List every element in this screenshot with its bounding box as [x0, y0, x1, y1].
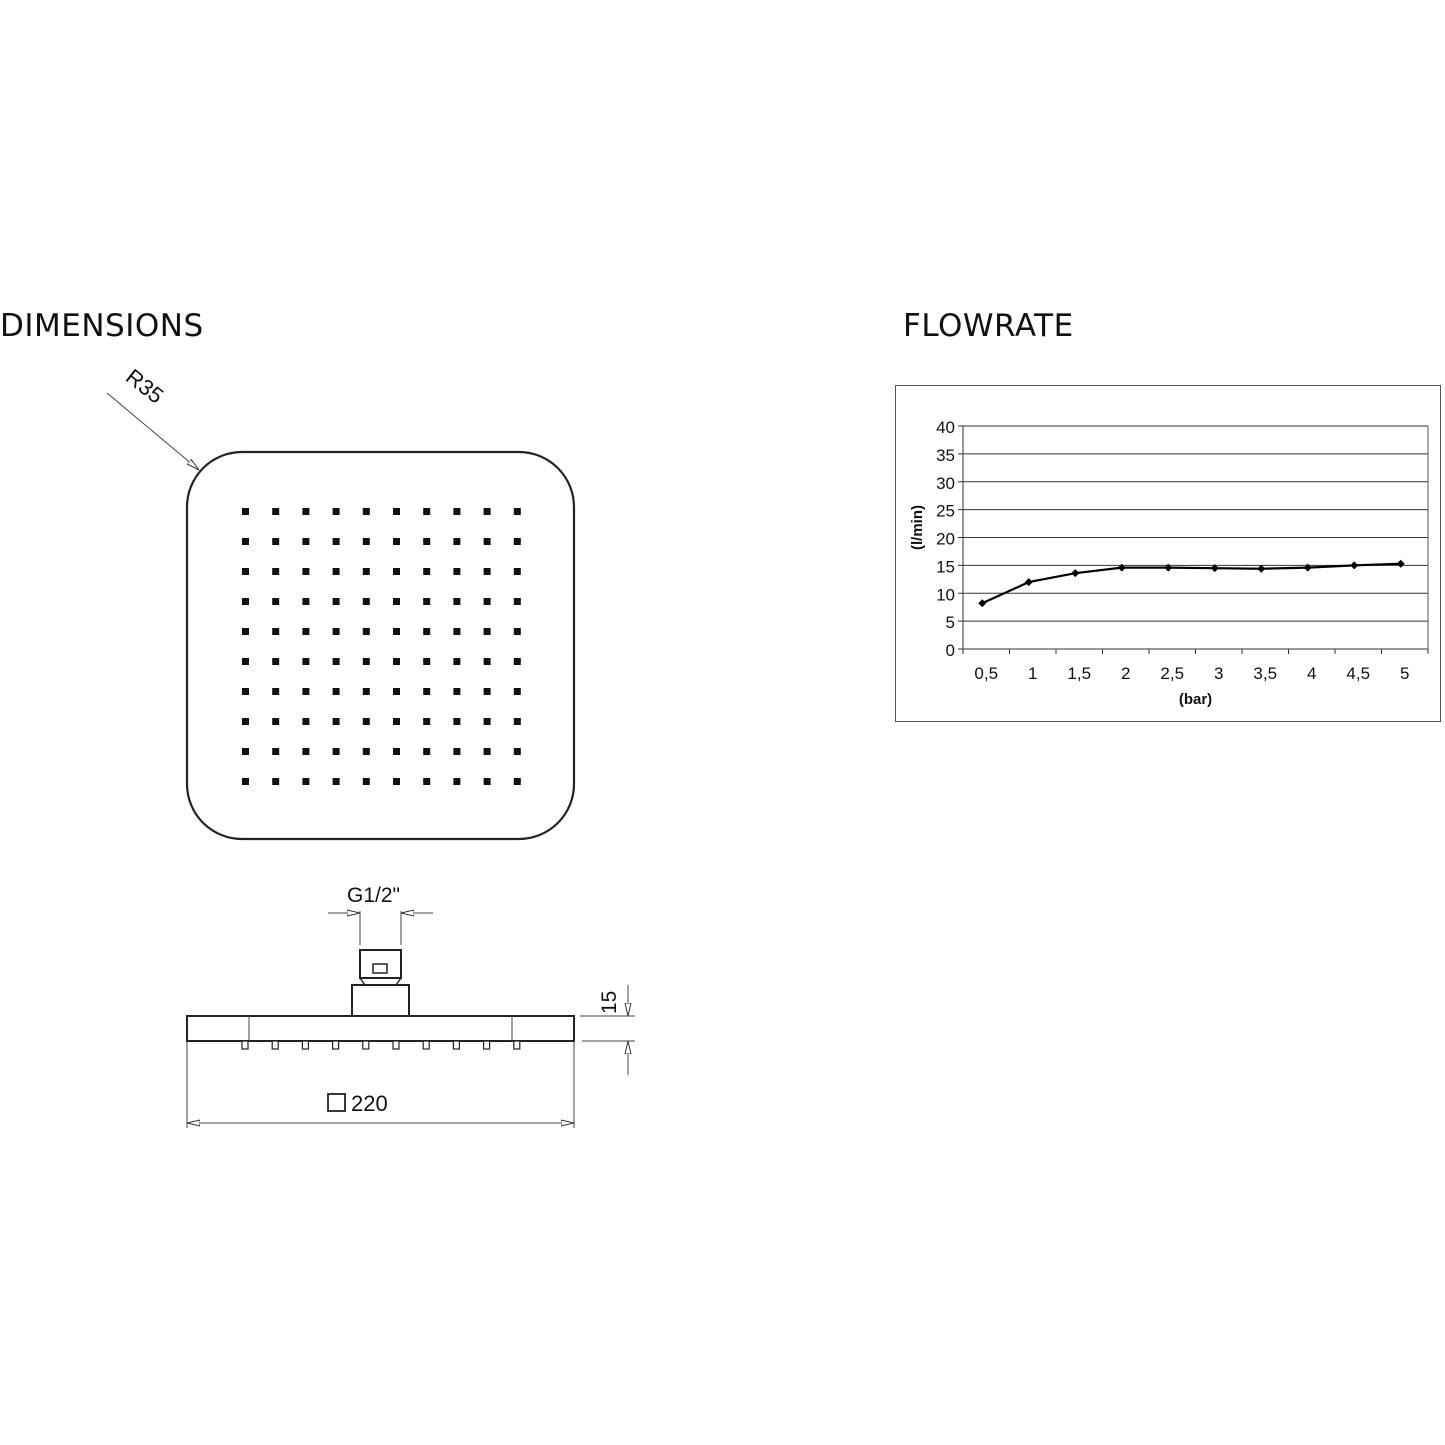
svg-text:5: 5	[946, 613, 955, 632]
height-label: 15	[598, 991, 621, 1014]
shower-head-top-view	[185, 450, 576, 841]
shower-head-side-view	[186, 949, 575, 1050]
svg-text:25: 25	[936, 502, 955, 521]
svg-text:4: 4	[1307, 664, 1316, 683]
radius-label: R35	[121, 364, 168, 409]
width-label: 220	[351, 1091, 388, 1116]
flowrate-chart: 0 5 10 15 20 25 30 35 40 0,5 1 1,5 2 2,5 3 3,5 4 4,5 5 (bar…	[895, 385, 1441, 722]
svg-text:35: 35	[936, 446, 955, 465]
flowrate-heading: FLOWRATE	[903, 308, 1074, 344]
svg-text:15: 15	[936, 557, 955, 576]
svg-text:40: 40	[936, 418, 955, 437]
square-symbol-icon	[327, 1093, 346, 1112]
thread-size-label: G1/2"	[347, 884, 400, 907]
dimensions-heading: DIMENSIONS	[0, 308, 204, 344]
nozzle-grid	[242, 508, 521, 785]
svg-text:4,5: 4,5	[1346, 664, 1370, 683]
flowrate-line-chart: 0 5 10 15 20 25 30 35 40 0,5 1 1,5 2 2,5 3 3,5 4 4,5 5 (bar…	[909, 418, 1429, 708]
svg-text:5: 5	[1400, 664, 1409, 683]
svg-text:10: 10	[936, 585, 955, 604]
svg-text:2,5: 2,5	[1160, 664, 1184, 683]
svg-text:20: 20	[936, 530, 955, 549]
radius-leader-line	[106, 392, 199, 470]
svg-text:0: 0	[946, 641, 955, 660]
svg-text:0,5: 0,5	[974, 664, 998, 683]
svg-text:30: 30	[936, 474, 955, 493]
svg-text:1,5: 1,5	[1067, 664, 1091, 683]
svg-text:3,5: 3,5	[1253, 664, 1277, 683]
svg-text:3: 3	[1214, 664, 1223, 683]
svg-text:2: 2	[1121, 664, 1130, 683]
svg-text:1: 1	[1028, 664, 1037, 683]
svg-text:(l/min): (l/min)	[909, 505, 926, 550]
svg-text:(bar): (bar)	[1179, 691, 1212, 708]
